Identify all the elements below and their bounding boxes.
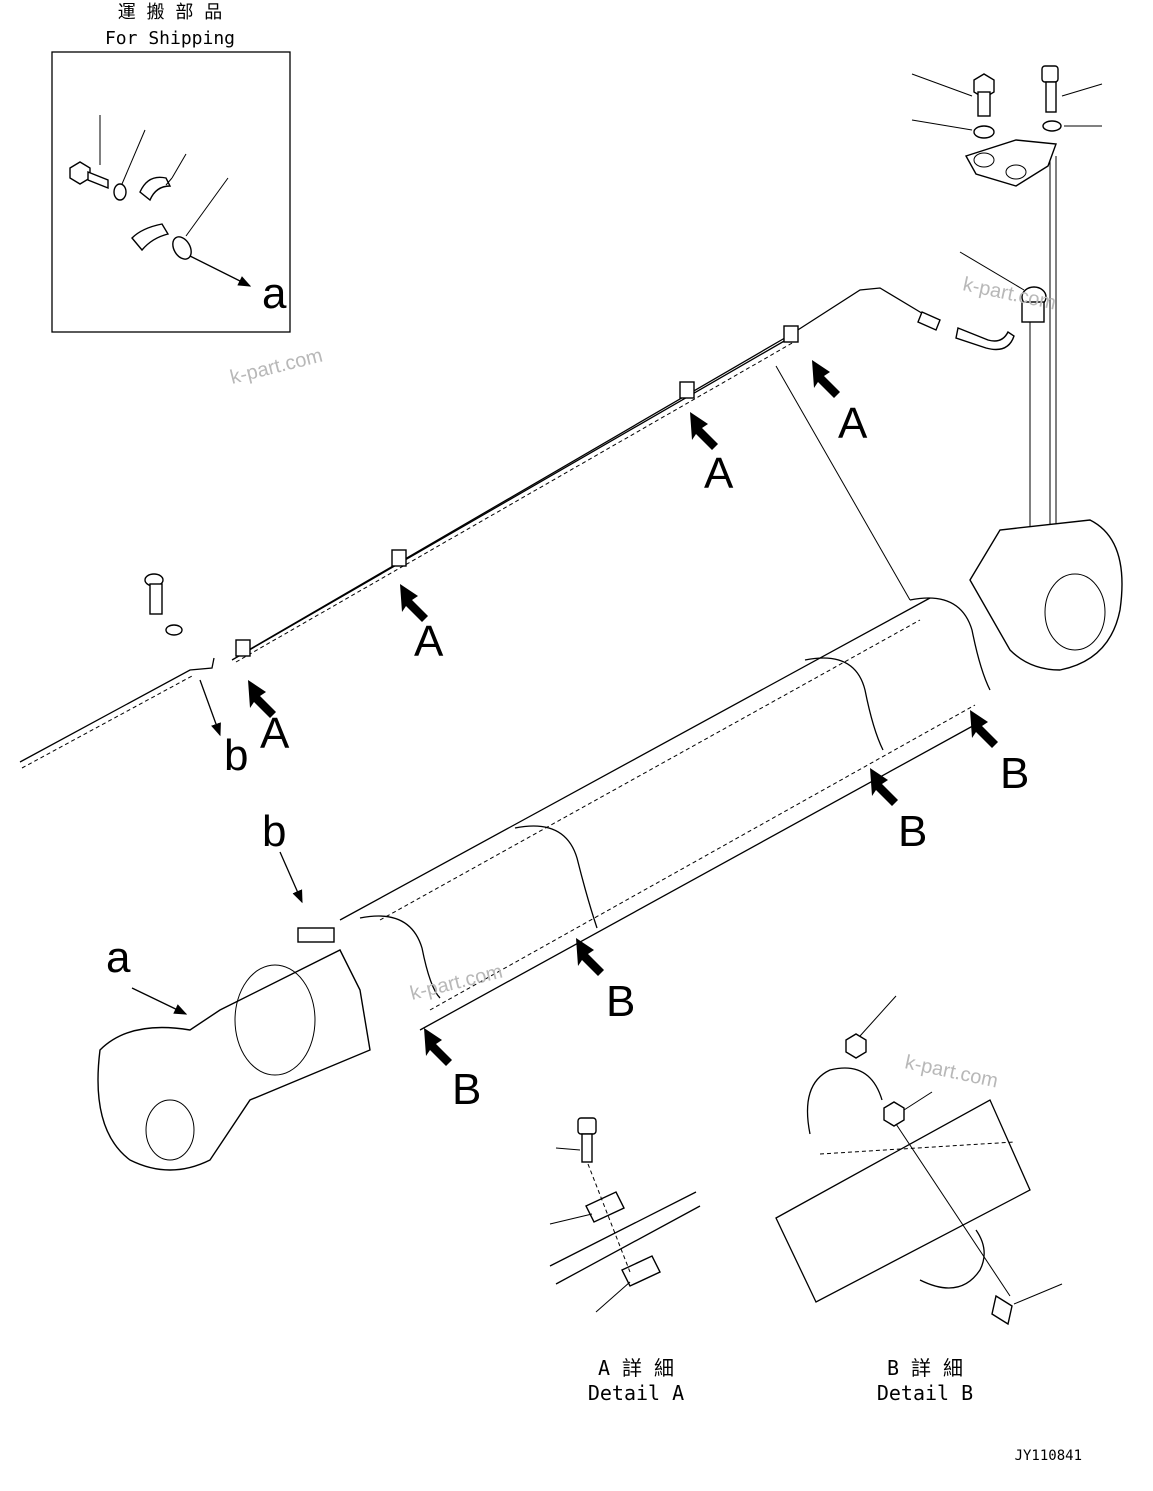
hose-fitting-icon <box>917 311 941 331</box>
callout-b-sensor: b <box>224 731 248 780</box>
detail-b-tube-icon <box>775 1099 1031 1303</box>
watermark: k-part.com <box>228 345 325 389</box>
detail-b-title-jp: B 詳 細 <box>887 1356 963 1380</box>
cylinder-head-eye-icon <box>969 519 1123 671</box>
callout-a-label: a <box>106 933 131 982</box>
shipping-frame <box>51 51 291 333</box>
shipping-oring-icon <box>172 177 252 287</box>
shipping-title-en: For Shipping <box>105 28 235 49</box>
flange-washer-icon <box>911 119 995 139</box>
watermark: k-part.com <box>903 1051 1000 1092</box>
view-marker-b: B <box>606 977 635 1026</box>
sensor-cable <box>19 657 215 763</box>
view-marker-a: A <box>260 709 290 758</box>
detail-a-clamp-top-icon <box>585 1191 625 1223</box>
shipping-split-flange-icon <box>131 153 187 252</box>
detail-b-nut-icon <box>845 1033 867 1059</box>
watermark: k-part.com <box>408 961 505 1005</box>
detail-b-title-en: Detail B <box>877 1381 973 1405</box>
cylinder-bottom-eye-icon <box>97 949 371 1171</box>
view-markers-b: B B B B <box>424 710 1029 1114</box>
flange-plate-icon <box>964 139 1057 187</box>
watermark: k-part.com <box>961 273 1058 314</box>
callout-b-label: b <box>262 807 286 856</box>
detail-b-nut-icon <box>883 1101 905 1127</box>
view-arrow-icon <box>970 710 998 748</box>
callout-a-inset: a <box>262 269 287 318</box>
view-marker-a: A <box>704 449 734 498</box>
sensor-bracket-icon <box>297 927 335 943</box>
shipping-bolt-icon <box>69 115 109 190</box>
clamp-icon <box>679 381 695 399</box>
shipping-washer-icon <box>113 129 146 201</box>
detail-a-title-en: Detail A <box>588 1381 684 1405</box>
flange-bolt-icon <box>911 73 995 117</box>
view-marker-b: B <box>452 1065 481 1114</box>
detail-b-bolt-icon <box>991 1283 1063 1326</box>
clamp-icon <box>783 325 799 343</box>
boom-cylinder: b a <box>97 519 1123 1171</box>
flange-washer-icon <box>1042 120 1102 132</box>
view-marker-a: A <box>838 399 868 448</box>
detail-b: B 詳 細 Detail B <box>775 995 1063 1405</box>
view-arrow-icon <box>870 768 898 806</box>
hose-assembly: b <box>19 251 1047 780</box>
view-arrow-icon <box>400 584 428 622</box>
flange-socket-bolt-icon <box>1041 65 1103 113</box>
view-arrow-icon <box>812 360 840 398</box>
view-marker-b: B <box>898 807 927 856</box>
gland-flange-icon <box>234 964 316 1076</box>
hose-elbow-icon <box>955 327 1015 351</box>
view-markers-a: A A A A <box>248 360 868 758</box>
detail-a: A 詳 細 Detail A <box>549 1117 701 1405</box>
detail-a-clamp-bottom-icon <box>621 1255 661 1287</box>
top-flange-assembly <box>911 65 1103 560</box>
detail-a-title-jp: A 詳 細 <box>598 1356 674 1380</box>
view-arrow-icon <box>424 1028 452 1066</box>
clamp-icon <box>391 549 407 567</box>
view-arrow-icon <box>576 938 604 976</box>
sensor-screw-icon <box>144 573 183 636</box>
view-marker-b: B <box>1000 749 1029 798</box>
view-marker-a: A <box>414 617 444 666</box>
view-arrow-icon <box>690 412 718 450</box>
grease-fitting-icon <box>959 251 1047 323</box>
view-arrow-icon <box>248 680 276 718</box>
shipping-title-jp: 運 搬 部 品 <box>118 2 223 23</box>
detail-a-bolt-icon <box>555 1117 597 1163</box>
drawing-number: JY110841 <box>1015 1448 1082 1464</box>
clamp-icon <box>235 639 251 657</box>
shipping-inset: 運 搬 部 品 For Shipping a <box>51 2 291 333</box>
